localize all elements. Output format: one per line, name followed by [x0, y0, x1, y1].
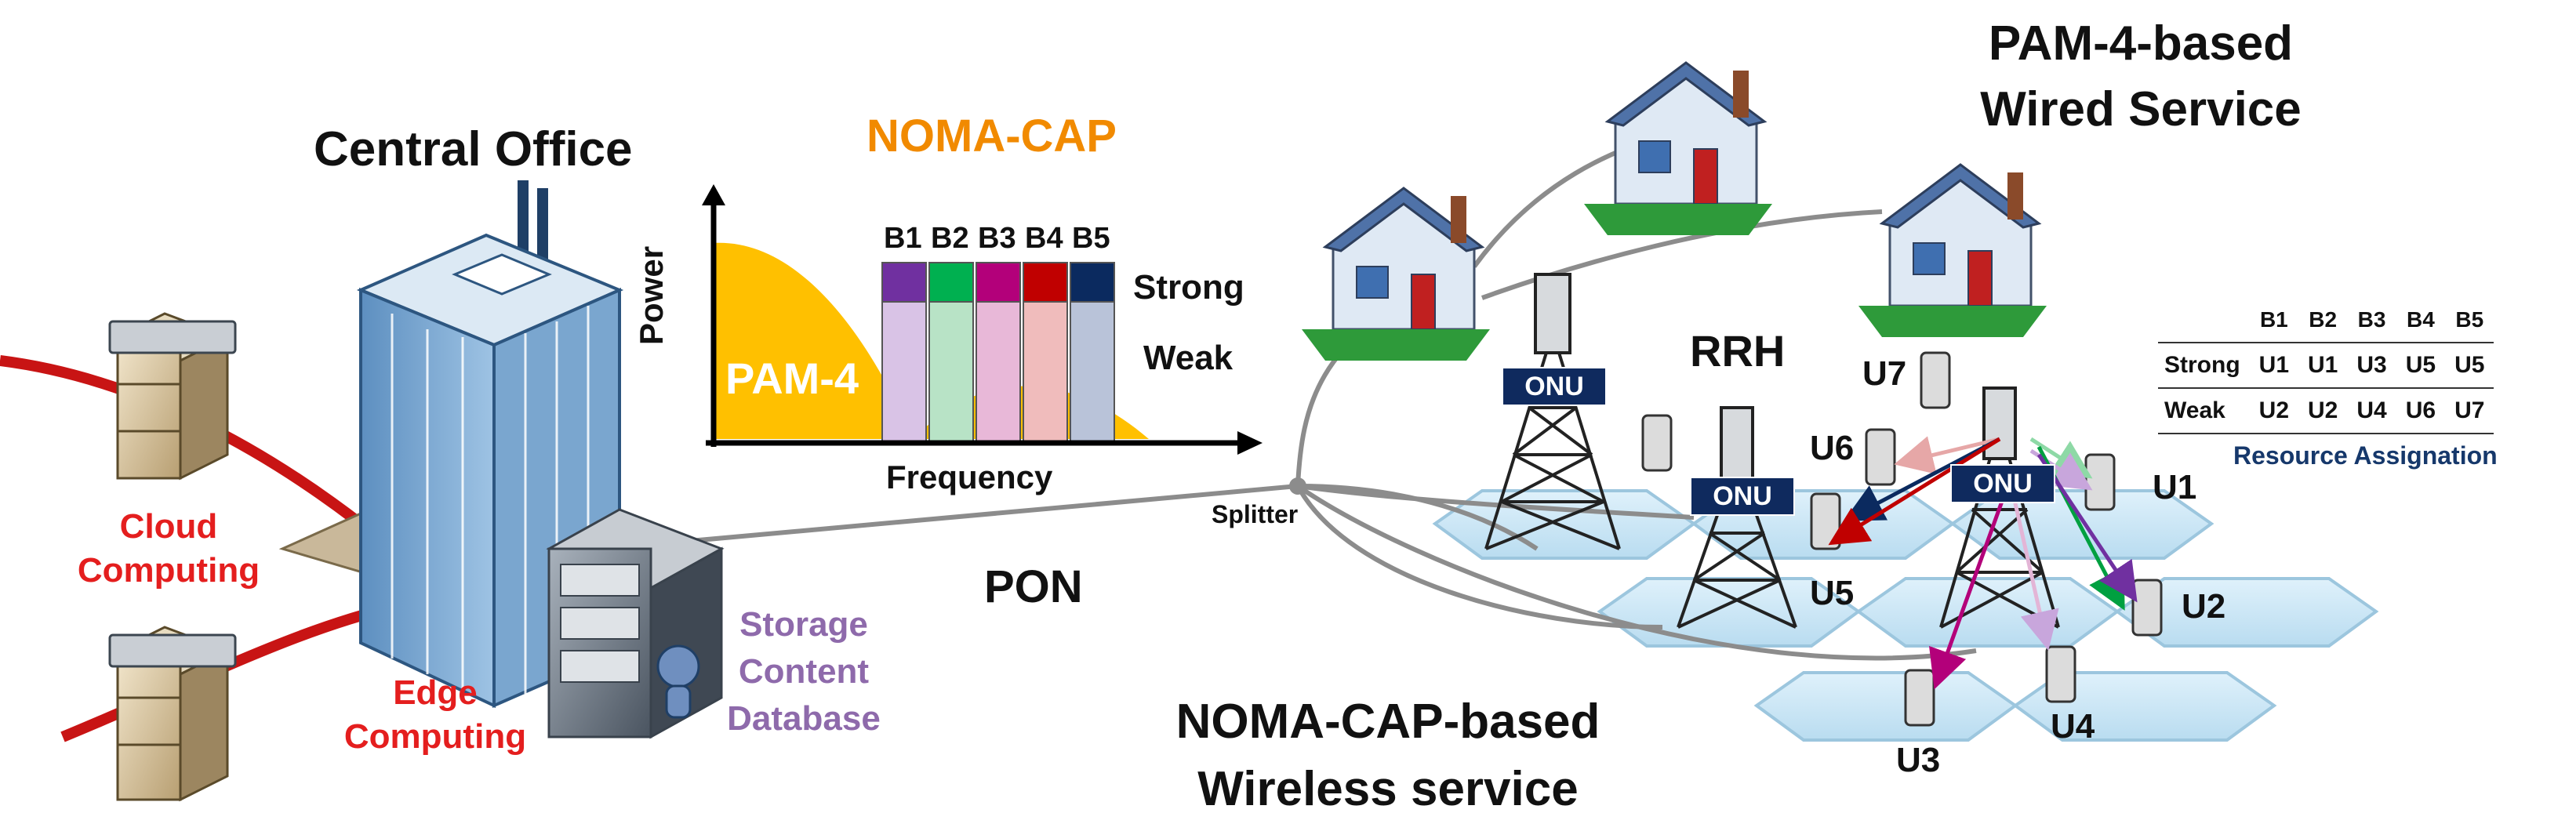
edge-line-1: Edge: [393, 673, 478, 712]
table-cell: U1: [2249, 342, 2299, 388]
splitter-node: [1289, 477, 1306, 495]
table-cell: U6: [2396, 387, 2446, 434]
user-label-u7: U7: [1862, 354, 1907, 393]
band-strong-3: [976, 262, 1021, 303]
storage-label: Storage Content Database: [714, 608, 894, 736]
phones: [1641, 351, 2163, 727]
table-row: Strong U1 U1 U3 U5 U5: [2158, 342, 2494, 388]
table-header: B3: [2357, 307, 2386, 332]
table-cell: U2: [2249, 387, 2299, 434]
phone-u3: [1904, 669, 1935, 727]
band-strong-4: [1023, 262, 1068, 303]
phone-u6: [1865, 428, 1896, 486]
house-3: [1858, 163, 2047, 337]
table-cell: U1: [2298, 342, 2348, 388]
table-header: B2: [2309, 307, 2338, 332]
table-cell: U4: [2347, 387, 2396, 434]
band-label-1: B1: [884, 222, 922, 255]
central-office-title: Central Office: [314, 122, 633, 176]
band-strong-2: [928, 262, 974, 303]
wired-service-title: PAM-4-based Wired Service: [1921, 20, 2360, 134]
row-label: Strong: [2158, 342, 2250, 388]
frequency-axis-label: Frequency: [886, 459, 1053, 495]
spectrum-chart: [702, 184, 1263, 455]
pon-label: PON: [984, 561, 1083, 612]
wireless-line-2: Wireless service: [1197, 762, 1579, 816]
house-2: [1584, 61, 1772, 235]
phone-u4: [2045, 645, 2076, 703]
band-weak-5: [1070, 301, 1115, 444]
storage-line-3: Database: [727, 699, 881, 738]
user-label-u4: U4: [2051, 707, 2095, 746]
phone-u2: [2131, 579, 2163, 637]
resource-assignation-title: Resource Assignation: [2233, 441, 2498, 470]
wired-line-2: Wired Service: [1980, 82, 2302, 136]
table-cell: U5: [2396, 342, 2446, 388]
splitter-label: Splitter: [1212, 500, 1299, 528]
storage-line-2: Content: [738, 652, 870, 691]
storage-line-1: Storage: [739, 605, 868, 644]
table-header-row: B1 B2 B3 B4 B5: [2158, 298, 2494, 343]
phone-u7: [1920, 351, 1951, 409]
user-label-u2: U2: [2182, 587, 2226, 626]
table-cell: U5: [2445, 342, 2494, 388]
user-label-u1: U1: [2153, 468, 2197, 506]
band-weak-4: [1023, 301, 1068, 444]
cloud-line-1: Cloud: [119, 507, 218, 546]
table-row: Weak U2 U2 U4 U6 U7: [2158, 387, 2494, 434]
rrh-label: RRH: [1690, 326, 1786, 376]
user-label-u6: U6: [1810, 429, 1855, 467]
cloud-server-bottom: [108, 626, 237, 802]
onu-box-middle: ONU: [1690, 477, 1795, 516]
edge-line-2: Computing: [343, 717, 527, 756]
table-cell: U3: [2347, 342, 2396, 388]
band-weak-3: [976, 301, 1021, 444]
band-label-2: B2: [931, 222, 969, 255]
edge-rack: [546, 508, 725, 739]
wired-line-1: PAM-4-based: [1988, 16, 2294, 71]
pam4-spectrum: [714, 242, 914, 439]
band-strong-1: [881, 262, 927, 303]
band-weak-1: [881, 301, 927, 444]
wireless-service-title: NOMA-CAP-based Wireless service: [1145, 698, 1631, 814]
band-label-4: B4: [1025, 222, 1063, 255]
tower-middle: [1677, 406, 1797, 629]
phone-extra: [1641, 414, 1673, 472]
cloud-computing-label: Cloud Computing: [71, 510, 267, 588]
band-label-3: B3: [978, 222, 1016, 255]
onu-box-left: ONU: [1502, 367, 1607, 406]
cloud-line-2: Computing: [77, 551, 260, 590]
pam4-label: PAM-4: [725, 354, 859, 403]
band-label-5: B5: [1072, 222, 1110, 255]
row-label: Weak: [2158, 387, 2250, 434]
house-1: [1302, 187, 1490, 361]
table-header: B5: [2455, 307, 2484, 332]
weak-label: Weak: [1143, 339, 1234, 377]
noma-cap-title: NOMA-CAP: [867, 111, 1117, 161]
strong-label: Strong: [1133, 268, 1244, 307]
onu-box-right: ONU: [1950, 464, 2055, 503]
table-cell: U7: [2445, 387, 2494, 434]
table-corner: [2158, 298, 2250, 343]
table-cell: U2: [2298, 387, 2348, 434]
power-axis-label: Power: [633, 245, 670, 345]
table-header: B1: [2259, 307, 2288, 332]
user-label-u3: U3: [1896, 741, 1941, 779]
band-weak-2: [928, 301, 974, 444]
user-label-u5: U5: [1810, 574, 1855, 612]
band-strong-5: [1070, 262, 1115, 303]
table-header: B4: [2407, 307, 2435, 332]
cloud-server-top: [108, 312, 237, 481]
resource-assignation-table: B1 B2 B3 B4 B5 Strong U1 U1 U3 U5 U5 Wea…: [2158, 298, 2494, 434]
wireless-line-1: NOMA-CAP-based: [1175, 695, 1600, 749]
phone-u1: [2084, 453, 2116, 511]
edge-computing-label: Edge Computing: [337, 676, 533, 754]
